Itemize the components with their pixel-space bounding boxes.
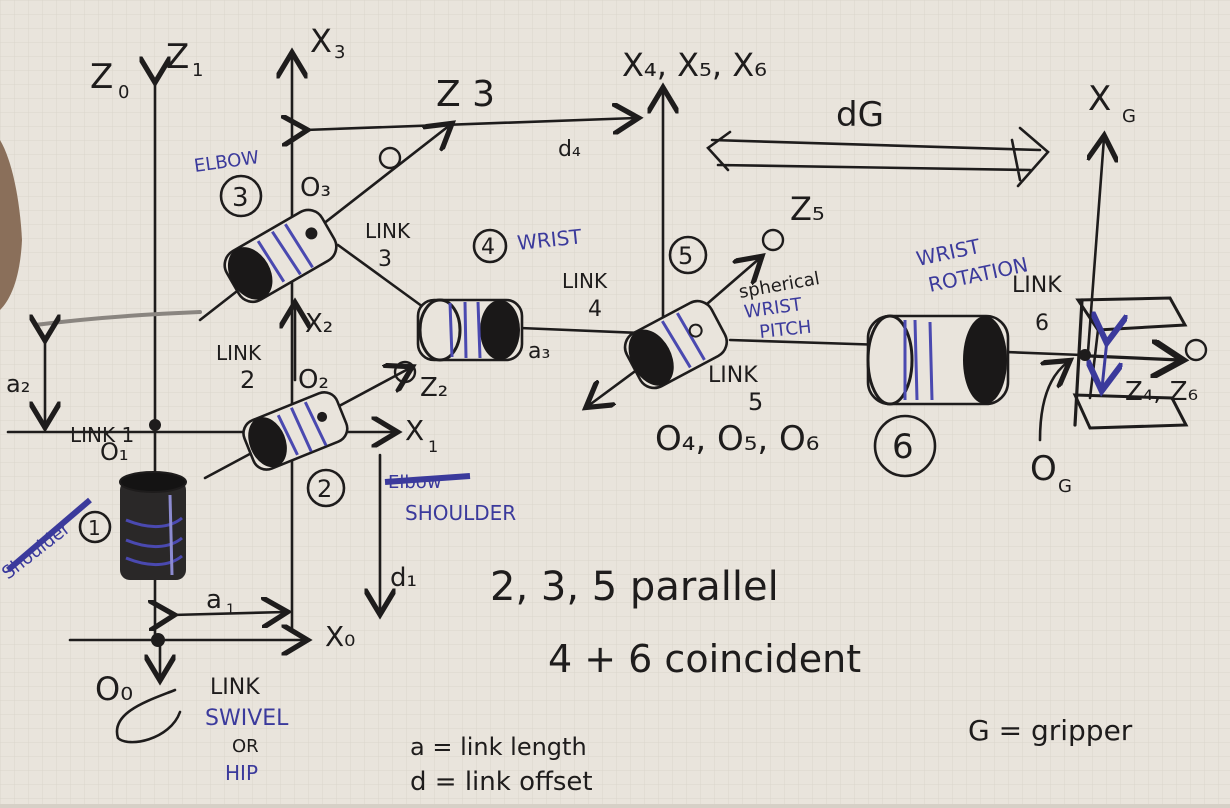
link5-line (728, 338, 887, 347)
joint3-number: 3 (232, 183, 249, 213)
z6-out-of-page-symbol (1184, 338, 1208, 362)
a2-label: a₂ (6, 370, 30, 398)
dg-label: dG (836, 95, 884, 135)
x3-label: X (310, 22, 332, 60)
joint5-cylinder (623, 299, 729, 390)
link6-label-b: 6 (1035, 311, 1049, 336)
joint1-badge (78, 510, 112, 544)
x0-label: X₀ (325, 620, 355, 653)
link3-label-a: LINK (365, 219, 411, 243)
link5-label-a: LINK (708, 363, 758, 388)
joint5-number: 5 (678, 242, 693, 270)
a3-label: a₃ (528, 339, 550, 364)
joint6-badge (873, 414, 937, 478)
finger-shadow (0, 140, 22, 310)
o3-label: O₃ (300, 173, 331, 203)
d1-label: d₁ (390, 563, 417, 593)
og-pointer (1038, 362, 1068, 442)
d4-dimension (305, 118, 636, 130)
d-definition: d = link offset (410, 767, 593, 797)
or-label: OR (232, 736, 259, 757)
a1-sub: 1 (226, 602, 235, 618)
joint4-number: 4 (481, 235, 495, 260)
o2-label: O₂ (298, 365, 329, 395)
x2-label: X₂ (305, 309, 333, 339)
link3-line (336, 243, 432, 314)
z1-label: Z (166, 37, 189, 77)
coincident-note: 4 + 6 coincident (548, 637, 861, 681)
joint1-cylinder (119, 471, 187, 580)
x3-sub: 3 (334, 42, 345, 63)
a-definition: a = link length (410, 733, 587, 761)
xg-label: X (1088, 79, 1111, 119)
z1-sub: 1 (192, 60, 203, 81)
x1-sub: 1 (428, 437, 438, 456)
x456-label: X₄, X₅, X₆ (622, 46, 767, 84)
joint4-cylinder (416, 298, 524, 362)
shoulder-label: SHOULDER (405, 501, 516, 525)
joint6-cylinder (866, 314, 1010, 406)
og-label: O (1030, 449, 1057, 489)
z5-axis (698, 258, 760, 312)
link2-label-b: 2 (240, 366, 255, 394)
parallel-note: 2, 3, 5 parallel (490, 564, 779, 610)
z5-label: Z₅ (790, 190, 825, 228)
joint3-cylinder (223, 208, 338, 304)
origin-o0-dot (151, 633, 165, 647)
joint5-badge (668, 235, 708, 275)
dg-double-arrow (706, 126, 1050, 188)
a1-dimension (172, 612, 285, 615)
joint2-number: 2 (317, 475, 332, 503)
joint6-number: 6 (892, 427, 914, 467)
z5-out-of-page-symbol (761, 228, 785, 252)
z2-out-of-page-symbol (393, 360, 417, 384)
z0-sub: 0 (118, 82, 129, 103)
link4-line (518, 326, 642, 335)
link5-label-b: 5 (748, 388, 763, 416)
x1-label: X (405, 414, 424, 447)
joint2-badge (306, 468, 346, 508)
z2-label: Z₂ (420, 373, 448, 403)
link3-label-b: 3 (378, 247, 392, 272)
gripper (1072, 296, 1189, 430)
o0-label: O₀ (95, 670, 133, 708)
o456-label: O₄, O₅, O₆ (655, 419, 819, 459)
o1-label: O₁ (100, 438, 129, 466)
gripper-definition: G = gripper (968, 714, 1133, 747)
hip-label: HIP (225, 761, 258, 785)
z3-out-of-page-symbol (378, 146, 402, 170)
link4-label-b: 4 (588, 297, 602, 322)
link6-label-a: LINK (1012, 273, 1062, 298)
z4z6-label: Z₄, Z₆ (1125, 377, 1198, 407)
joint2-cylinder (242, 391, 349, 471)
og-sub: G (1058, 476, 1072, 497)
z3-label: Z 3 (436, 74, 495, 115)
origin-o1-dot (149, 419, 161, 431)
link4-label-a: LINK (562, 269, 608, 293)
d4-label: d₄ (558, 137, 581, 162)
link6-line (1003, 350, 1084, 357)
xg-sub: G (1122, 106, 1136, 127)
swivel-rotation-arc (115, 688, 182, 744)
z0-label: Z (90, 57, 113, 97)
joint4-badge (472, 228, 508, 264)
joint1-number: 1 (88, 516, 101, 540)
swivel-label: SWIVEL (205, 706, 289, 731)
link2-label-a: LINK (216, 341, 262, 365)
link1-label: LINK 1 (70, 423, 134, 447)
link0-label: LINK (210, 675, 260, 700)
a1-label: a (206, 585, 222, 615)
joint3-badge (219, 174, 263, 218)
